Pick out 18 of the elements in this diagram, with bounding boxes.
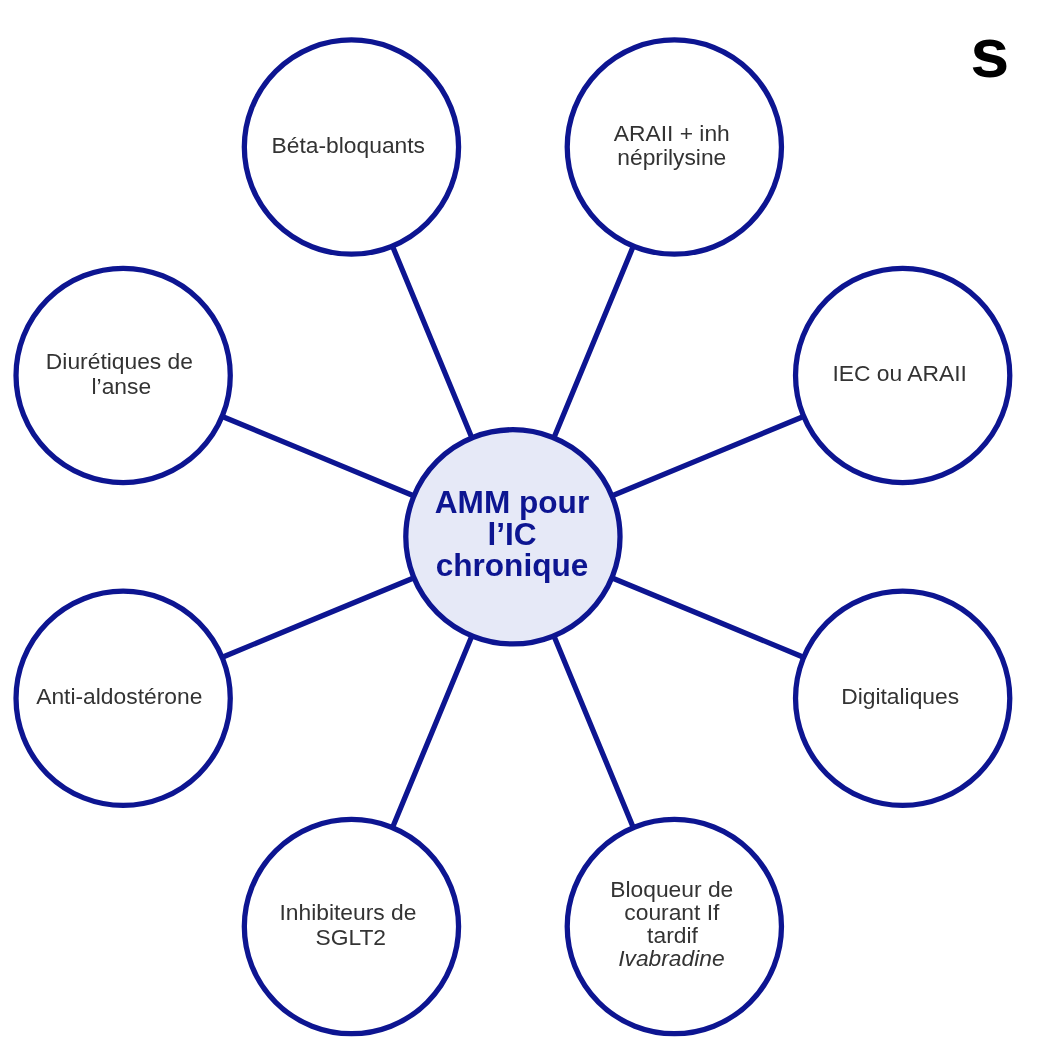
node-circle: Bloqueur de courant If tardif Ivabradine [564, 816, 785, 1037]
node-circle: Diurétiques de l’anse [13, 265, 233, 486]
connector [611, 575, 805, 660]
connector [551, 635, 636, 829]
node-circle: Inhibiteurs de SGLT2 [241, 816, 462, 1037]
connector [551, 245, 636, 439]
node-circle: Béta-bloquants [241, 37, 462, 257]
connector [221, 414, 415, 499]
node-circle: AMM pour l’IC chronique [403, 427, 623, 647]
connector [611, 414, 805, 499]
node-circle: Digitaliques [792, 588, 1013, 809]
label: s [970, 12, 1010, 92]
connector [221, 575, 415, 660]
node-circle: ARAII + inh néprilysine [564, 37, 785, 257]
connector [390, 635, 475, 829]
connector [390, 245, 475, 439]
node-circle: IEC ou ARAII [792, 265, 1013, 486]
node-circle: Anti-aldostérone [13, 588, 233, 809]
